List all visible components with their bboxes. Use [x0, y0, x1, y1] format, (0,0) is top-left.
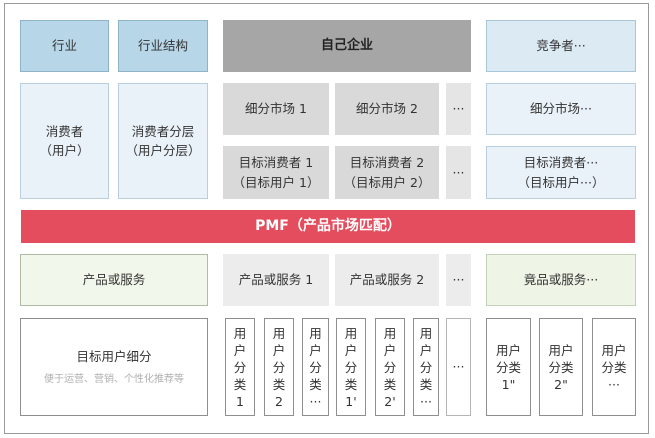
- competitor-product-box: 竟品或服务···: [486, 254, 636, 306]
- industry-box: 行业: [20, 20, 109, 72]
- consumer-tiers-box: 消费者分层 （用户分层）: [118, 83, 208, 199]
- user-category-1: 用 户 分 类 1: [225, 318, 255, 416]
- product-service-box: 产品或服务: [20, 254, 208, 306]
- segment-1-box: 细分市场 1: [223, 83, 329, 135]
- competitor-target-box: 目标消费者··· （目标用户···）: [486, 146, 636, 199]
- segment-2-box: 细分市场 2: [335, 83, 439, 135]
- target-consumer-2-box: 目标消费者 2 （目标用户 2）: [335, 146, 439, 199]
- competitor-segment-box: 细分市场···: [486, 83, 636, 135]
- competitor-user-category-1: 用户 分类 1": [486, 318, 531, 416]
- user-category-more: 用 户 分 类 ···: [302, 318, 329, 416]
- user-category-2-prime: 用 户 分 类 2': [375, 318, 405, 416]
- competitor-user-category-2: 用户 分类 2": [539, 318, 583, 416]
- industry-structure-box: 行业结构: [118, 20, 208, 72]
- target-consumer-1-box: 目标消费者 1 （目标用户 1）: [223, 146, 329, 199]
- consumer-box: 消费者 （用户）: [20, 83, 109, 199]
- product-service-more-box: ···: [446, 254, 471, 306]
- target-consumer-more-box: ···: [446, 146, 471, 199]
- product-service-2-box: 产品或服务 2: [335, 254, 439, 306]
- diagram-frame: [4, 3, 649, 434]
- user-category-1-prime: 用 户 分 类 1': [336, 318, 366, 416]
- user-category-more-prime: 用 户 分 类 ···: [413, 318, 439, 416]
- pmf-bar: PMF（产品市场匹配）: [21, 210, 635, 243]
- user-segmentation-title: 目标用户细分: [76, 348, 152, 364]
- product-service-1-box: 产品或服务 1: [223, 254, 329, 306]
- user-segmentation-subtitle: 便于运营、营销、个性化推荐等: [44, 373, 184, 385]
- user-segmentation-box: 目标用户细分 便于运营、营销、个性化推荐等: [20, 318, 208, 416]
- competitor-user-category-more: 用户 分类 ···: [592, 318, 636, 416]
- user-category-more-group: ···: [446, 318, 471, 416]
- own-company-box: 自己企业: [223, 20, 471, 72]
- competitor-box: 竞争者···: [486, 20, 636, 72]
- segment-more-box: ···: [446, 83, 471, 135]
- user-category-2: 用 户 分 类 2: [264, 318, 294, 416]
